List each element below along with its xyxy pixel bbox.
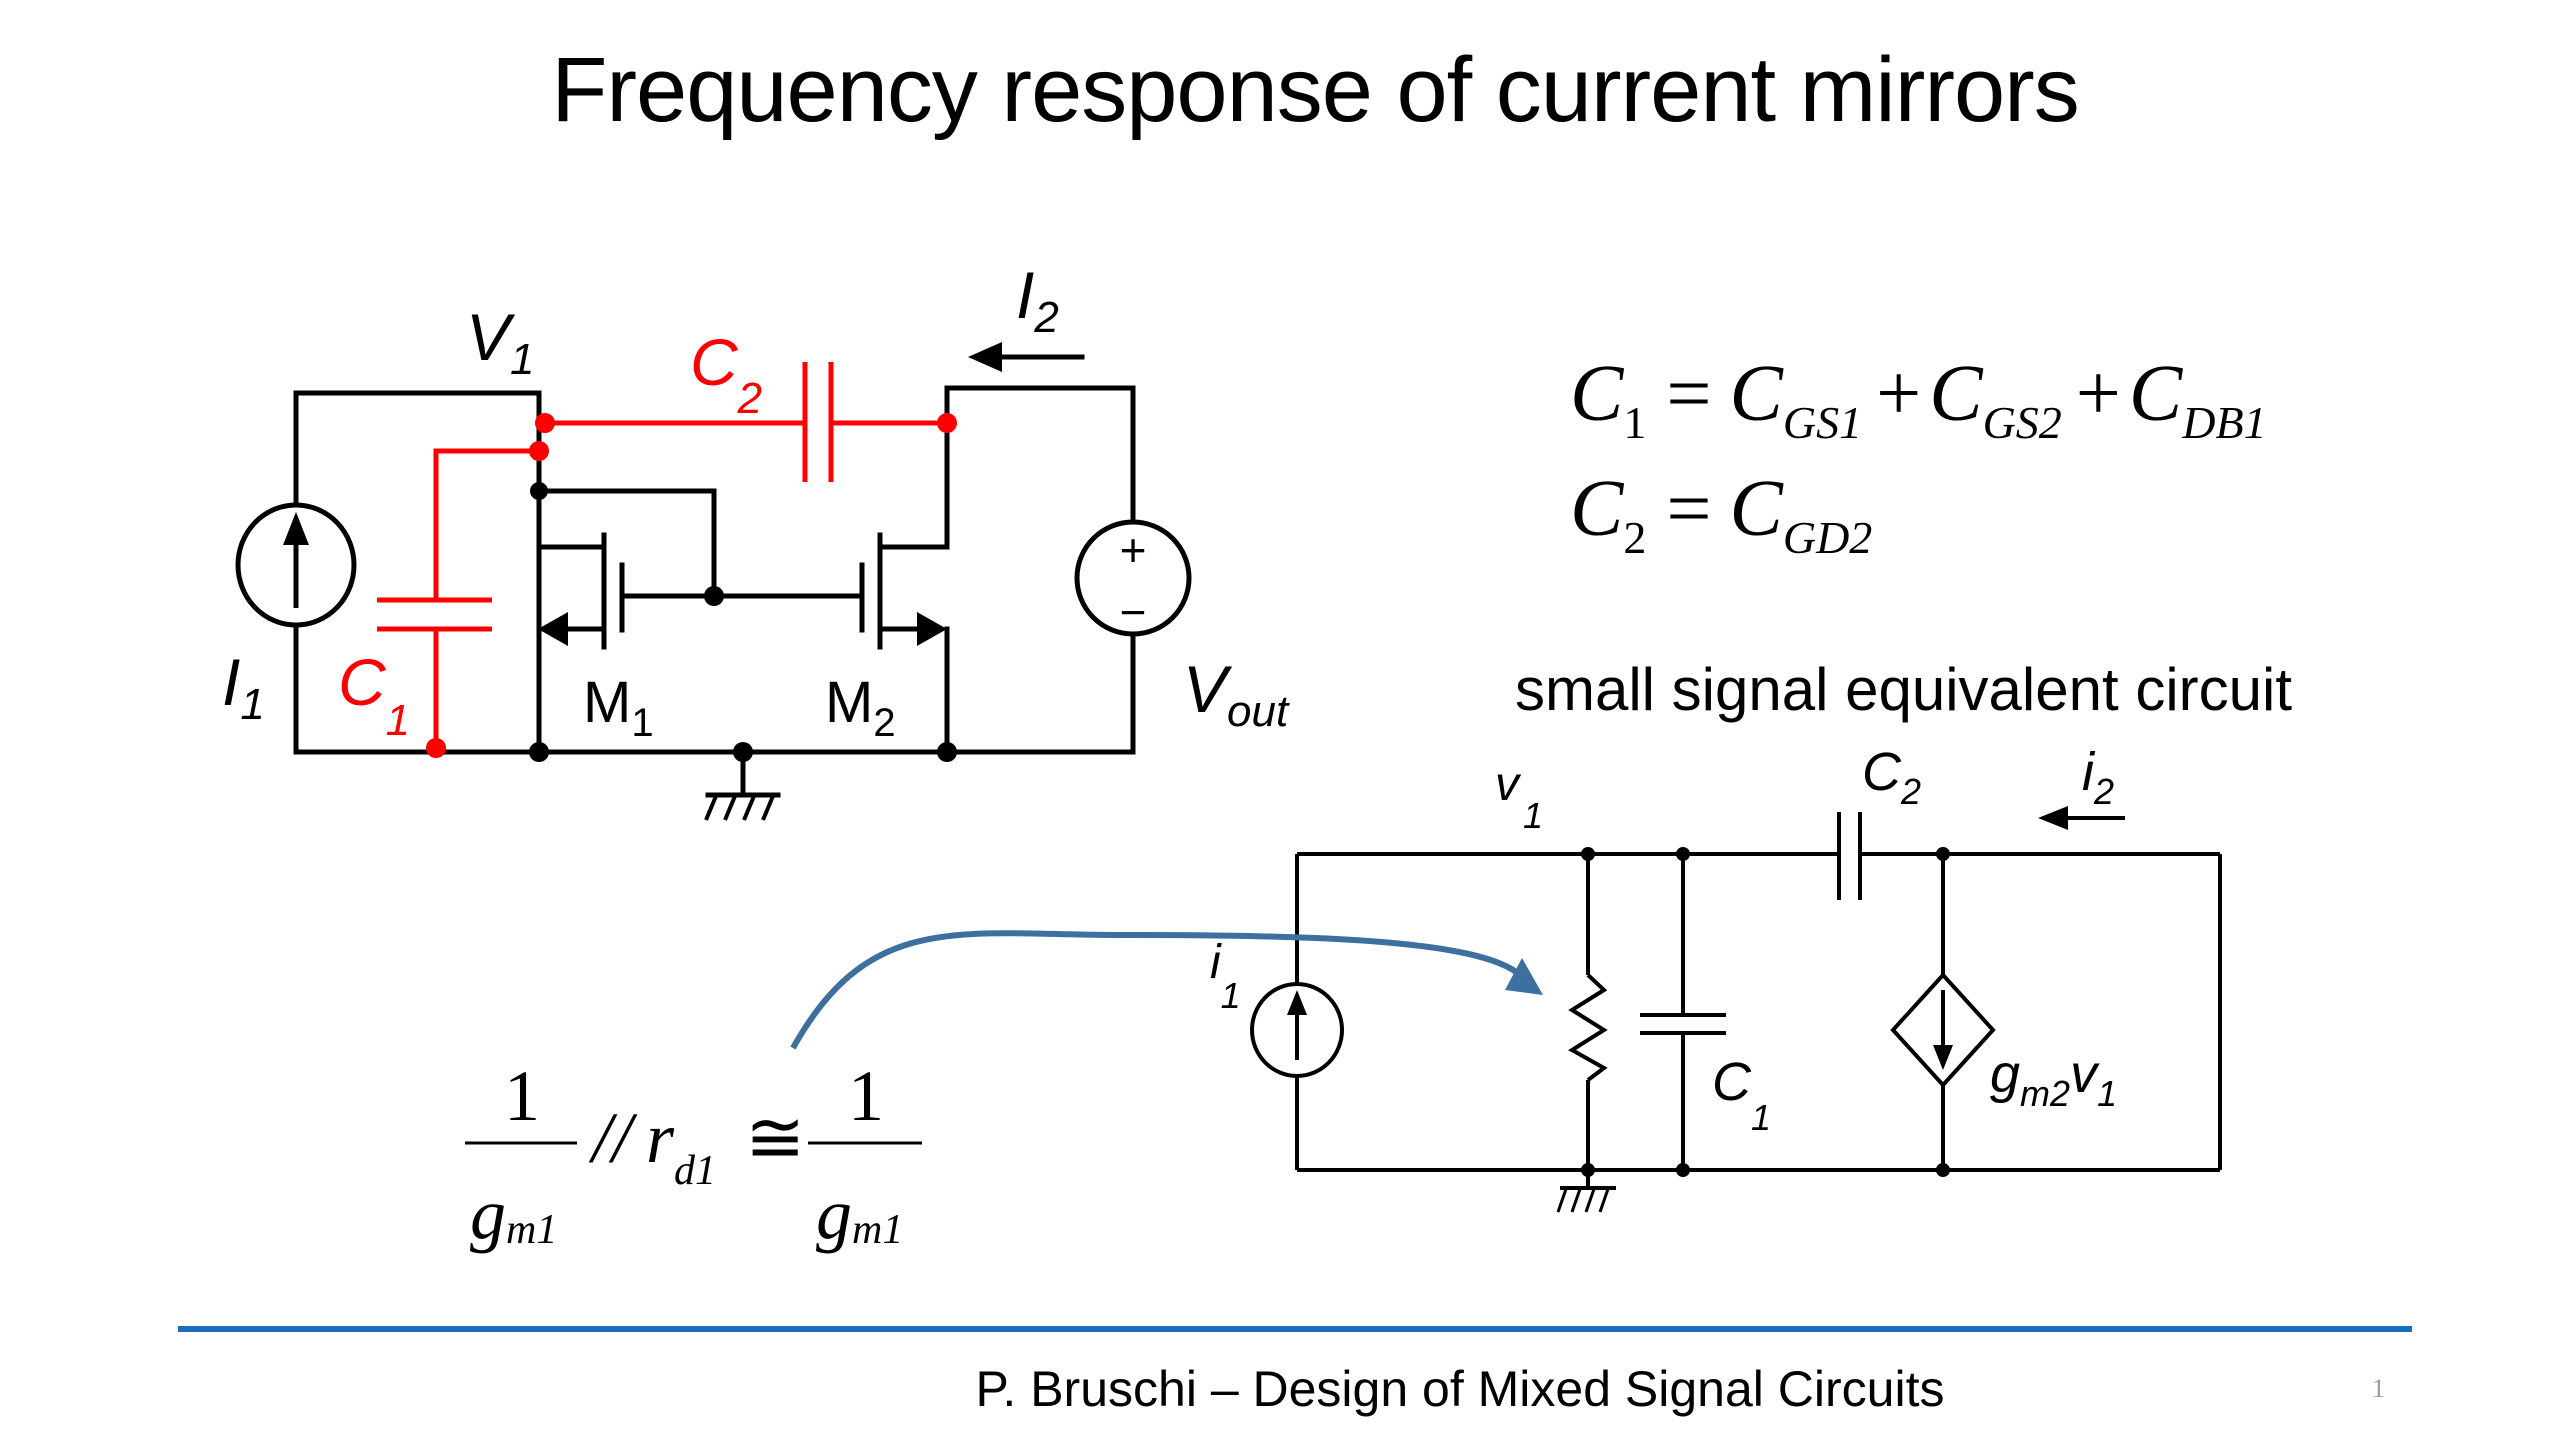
equation-c2: C2=CGD2 — [1570, 465, 1872, 563]
junction-dot — [733, 742, 753, 762]
blue-arrowhead-icon — [1505, 958, 1543, 995]
label-m2: M2 — [825, 670, 896, 745]
plus-sign: + — [1120, 524, 1147, 576]
ground-icon — [704, 749, 781, 821]
formula-num1: 1 — [504, 1056, 540, 1136]
label-i1: I1 — [222, 645, 265, 729]
formula-den2: gm1 — [816, 1174, 903, 1254]
transistor-m1-icon — [536, 532, 717, 755]
label-vout: Vout — [1183, 652, 1290, 736]
small-signal-caption: small signal equivalent circuit — [1515, 656, 2293, 723]
junction-dot — [1581, 847, 1595, 861]
junction-dot — [1581, 1163, 1595, 1177]
junction-dot — [1936, 1163, 1950, 1177]
junction-dot — [529, 742, 549, 762]
junction-dot — [937, 742, 957, 762]
current-arrow-i2-ss-icon — [2038, 806, 2125, 830]
capacitor-c2-ss-icon — [1837, 812, 1862, 900]
label-i2: I2 — [1016, 258, 1059, 342]
junction-dot — [1676, 1163, 1690, 1177]
junction-dot — [1676, 847, 1690, 861]
wire-i1-top — [293, 390, 542, 755]
minus-sign: − — [1120, 586, 1147, 638]
equation-c1: C1=CGS1+CGS2+CDB1 — [1570, 350, 2267, 448]
page-number: 1 — [2372, 1374, 2385, 1403]
current-source-i1-ss-icon — [1250, 982, 1344, 1078]
wire-diode-connection — [536, 488, 717, 599]
blue-curved-arrow-icon — [790, 930, 1522, 1050]
capacitance-equations: C1=CGS1+CGS2+CDB1 C2=CGD2 — [1570, 350, 2267, 563]
formula-num2: 1 — [848, 1056, 884, 1136]
c2-junction-dot — [937, 413, 957, 433]
gate-junction-dot — [704, 586, 724, 606]
c1-junction-dot — [426, 738, 446, 758]
label-c2-ss: C2 — [1862, 742, 1921, 812]
label-i1-ss: i1 — [1210, 936, 1241, 1016]
footer-divider — [178, 1326, 2412, 1332]
label-c1: C1 — [338, 645, 410, 745]
small-signal-schematic: v1 C2 i2 i1 C1 gm2v1 — [1210, 742, 2222, 1213]
label-i2-ss: i2 — [2082, 742, 2114, 812]
c1-junction-dot — [529, 441, 549, 461]
resistance-formula: 1 gm1 //rd1 ≅ 1 gm1 — [465, 1056, 922, 1254]
current-mirror-schematic: + − — [222, 258, 1290, 821]
formula-parallel: //rd1 — [588, 1098, 716, 1194]
junction-dot — [1936, 847, 1950, 861]
label-c1-ss: C1 — [1712, 1052, 1771, 1138]
resistor-icon — [1568, 854, 1608, 1170]
formula-approx: ≅ — [745, 1098, 805, 1178]
footer-text: P. Bruschi – Design of Mixed Signal Circ… — [975, 1361, 1945, 1417]
slide-title: Frequency response of current mirrors — [551, 39, 2080, 141]
current-source-i1-icon — [235, 502, 357, 628]
capacitor-c2-icon — [545, 362, 947, 482]
c2-junction-dot — [535, 413, 555, 433]
label-gm2v1: gm2v1 — [1990, 1044, 2117, 1114]
ground-ss-icon — [1556, 1170, 1616, 1213]
label-c2: C2 — [690, 325, 762, 423]
formula-den1: gm1 — [470, 1174, 557, 1254]
capacitor-c1-ss-icon — [1640, 854, 1726, 1170]
label-v1: V1 — [466, 300, 535, 384]
current-arrow-i2-icon — [968, 342, 1085, 372]
voltage-source-vout-icon — [1074, 519, 1192, 755]
transistor-m2-icon — [711, 385, 1136, 755]
label-v1-ss: v1 — [1495, 758, 1543, 836]
capacitor-c1-icon — [377, 448, 539, 748]
junction-dot — [530, 482, 548, 500]
dependent-current-source-icon — [1890, 854, 1996, 1170]
label-m1: M1 — [583, 670, 654, 745]
